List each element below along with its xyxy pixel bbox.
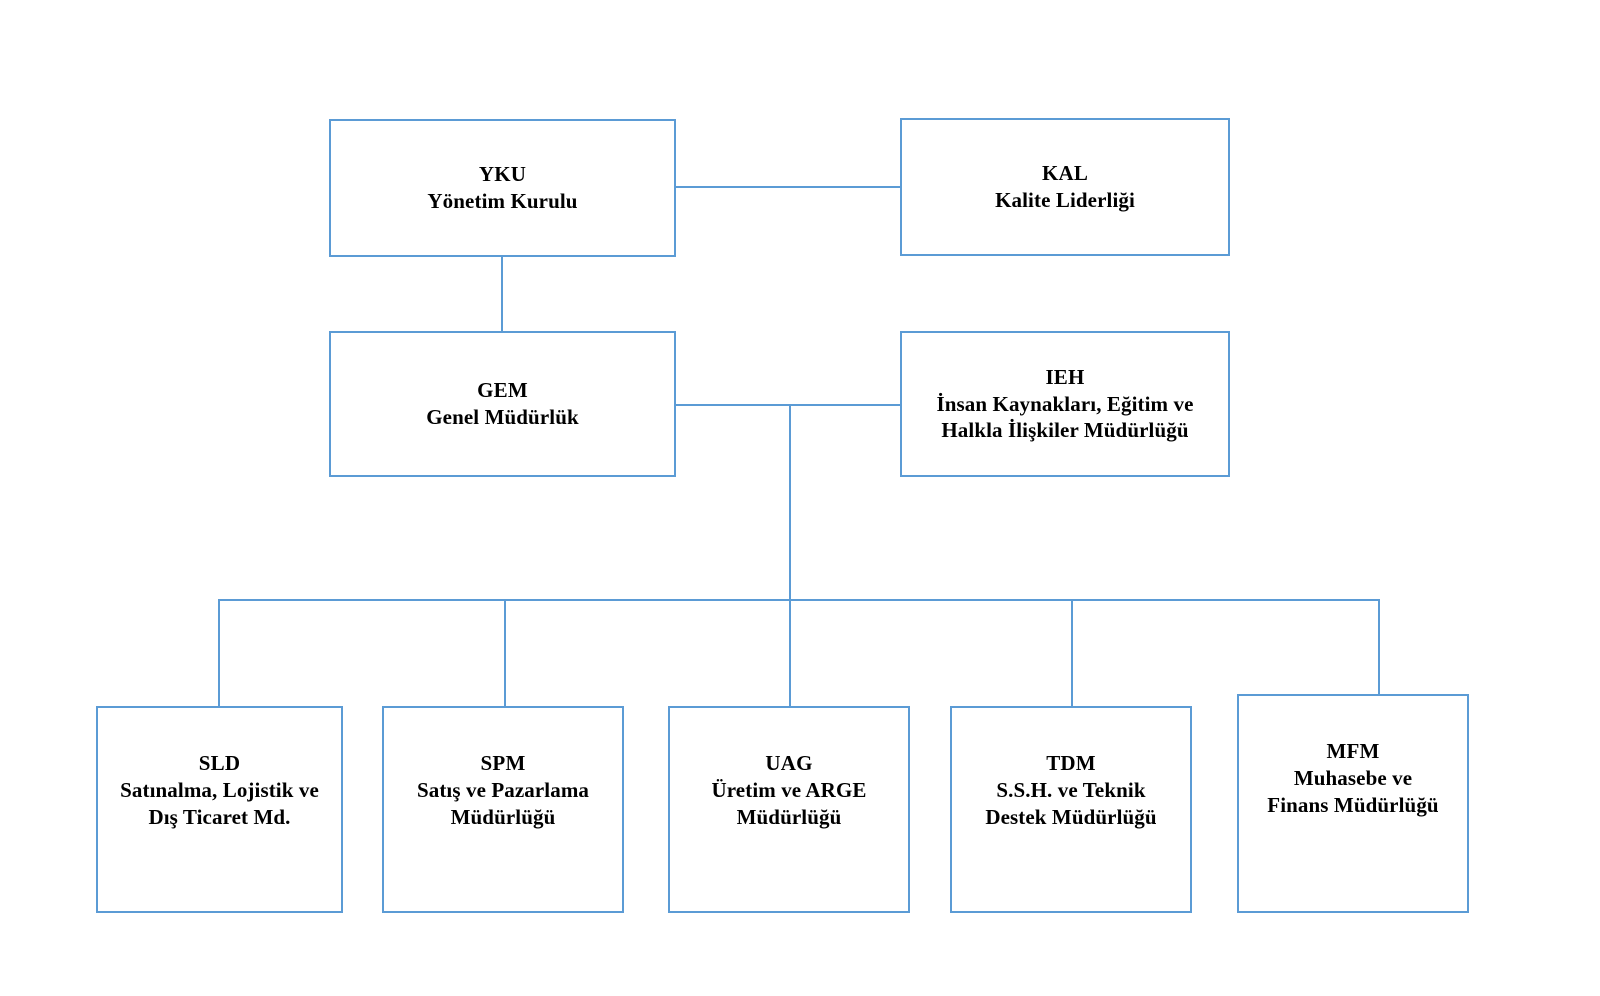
org-node-ieh-code: IEH — [1045, 364, 1085, 389]
connector-trunk-vertical — [789, 405, 791, 706]
org-node-kal-code: KAL — [1041, 161, 1089, 186]
connector-bus-to-tdm — [1071, 600, 1073, 706]
connector-bus-to-spm — [504, 600, 506, 706]
org-node-ieh[interactable]: IEH İnsan Kaynakları, Eğitim ve Halkla İ… — [900, 331, 1230, 477]
connector-bus-to-sld — [218, 600, 220, 706]
org-node-gem-code: GEM — [477, 378, 528, 403]
org-node-spm-code: SPM — [480, 751, 526, 775]
org-node-tdm[interactable]: TDM S.S.H. ve Teknik Destek Müdürlüğü — [950, 706, 1192, 913]
org-node-sld-title: Satınalma, Lojistik ve Dış Ticaret Md. — [120, 777, 319, 829]
connector-distribution-bus — [218, 599, 1380, 601]
org-node-yku-code: YKU — [478, 162, 527, 187]
org-node-kal[interactable]: KAL Kalite Liderliği — [900, 118, 1230, 256]
connector-yku-to-kal — [675, 186, 900, 188]
org-node-uag-title: Üretim ve ARGE Müdürlüğü — [711, 777, 867, 829]
org-node-spm-title: Satış ve Pazarlama Müdürlüğü — [416, 777, 590, 829]
connector-bus-to-mfm — [1378, 600, 1380, 706]
org-node-sld[interactable]: SLD Satınalma, Lojistik ve Dış Ticaret M… — [96, 706, 343, 913]
org-node-gem-title: Genel Müdürlük — [426, 405, 579, 429]
org-node-gem[interactable]: GEM Genel Müdürlük — [329, 331, 676, 477]
connector-gem-to-ieh — [675, 404, 900, 406]
org-node-spm[interactable]: SPM Satış ve Pazarlama Müdürlüğü — [382, 706, 624, 913]
org-node-sld-code: SLD — [198, 751, 241, 775]
org-node-yku-title: Yönetim Kurulu — [427, 189, 578, 213]
org-node-kal-title: Kalite Liderliği — [995, 188, 1135, 212]
connector-yku-to-gem — [501, 256, 503, 331]
org-node-uag[interactable]: UAG Üretim ve ARGE Müdürlüğü — [668, 706, 910, 913]
org-node-yku[interactable]: YKU Yönetim Kurulu — [329, 119, 676, 257]
org-node-ieh-title: İnsan Kaynakları, Eğitim ve Halkla İlişk… — [936, 391, 1194, 443]
org-node-mfm-title: Muhasebe ve Finans Müdürlüğü — [1267, 765, 1439, 817]
org-node-mfm-code: MFM — [1326, 739, 1380, 763]
org-node-tdm-code: TDM — [1046, 751, 1096, 775]
org-node-uag-code: UAG — [765, 751, 813, 775]
org-node-mfm[interactable]: MFM Muhasebe ve Finans Müdürlüğü — [1237, 694, 1469, 913]
org-node-tdm-title: S.S.H. ve Teknik Destek Müdürlüğü — [985, 777, 1157, 829]
